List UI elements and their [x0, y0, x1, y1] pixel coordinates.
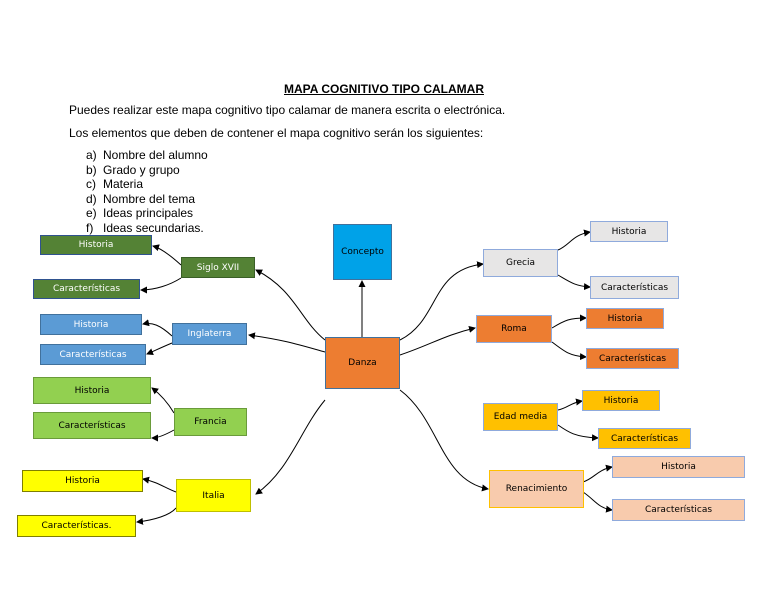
node-inglaterra: Inglaterra — [172, 323, 247, 345]
node-roma: Roma — [476, 315, 552, 343]
node-renacimiento: Renacimiento — [489, 470, 584, 508]
node-italia-caracteristicas: Características. — [17, 515, 136, 537]
requirements-list: a)Nombre del alumno b)Grado y grupo c)Ma… — [86, 148, 208, 236]
node-roma-historia: Historia — [586, 308, 664, 329]
intro-paragraph: Puedes realizar este mapa cognitivo tipo… — [69, 103, 506, 117]
node-grecia-caracteristicas: Características — [590, 276, 679, 299]
node-roma-caracteristicas: Características — [586, 348, 679, 369]
node-francia-historia: Historia — [33, 377, 151, 404]
node-siglo-xvii-historia: Historia — [40, 235, 152, 255]
node-francia-caracteristicas: Características — [33, 412, 151, 439]
list-item: b)Grado y grupo — [86, 162, 180, 177]
node-grecia: Grecia — [483, 249, 558, 277]
node-renacimiento-historia: Historia — [612, 456, 745, 478]
node-italia-historia: Historia — [22, 470, 143, 492]
node-edad-media-historia: Historia — [582, 390, 660, 411]
list-item: a)Nombre del alumno — [86, 148, 208, 162]
list-item: d)Nombre del tema — [86, 191, 196, 206]
node-inglaterra-caracteristicas: Características — [40, 344, 146, 365]
list-item: c)Materia — [86, 177, 144, 192]
node-renacimiento-caracteristicas: Características — [612, 499, 745, 521]
node-italia: Italia — [176, 479, 251, 512]
list-item: e)Ideas principales — [86, 206, 194, 221]
page-title: MAPA COGNITIVO TIPO CALAMAR — [284, 82, 484, 96]
node-edad-media-caracteristicas: Características — [598, 428, 691, 449]
concept-node: Concepto — [333, 224, 392, 280]
center-node-danza: Danza — [325, 337, 400, 389]
node-grecia-historia: Historia — [590, 221, 668, 242]
list-item: f)Ideas secundarias. — [86, 220, 204, 235]
node-francia: Francia — [174, 408, 247, 436]
node-siglo-xvii-caracteristicas: Características — [33, 279, 140, 299]
node-edad-media: Edad media — [483, 403, 558, 431]
node-siglo-xvii: Siglo XVII — [181, 257, 255, 278]
instructions-paragraph: Los elementos que deben de contener el m… — [69, 126, 484, 140]
node-inglaterra-historia: Historia — [40, 314, 142, 335]
